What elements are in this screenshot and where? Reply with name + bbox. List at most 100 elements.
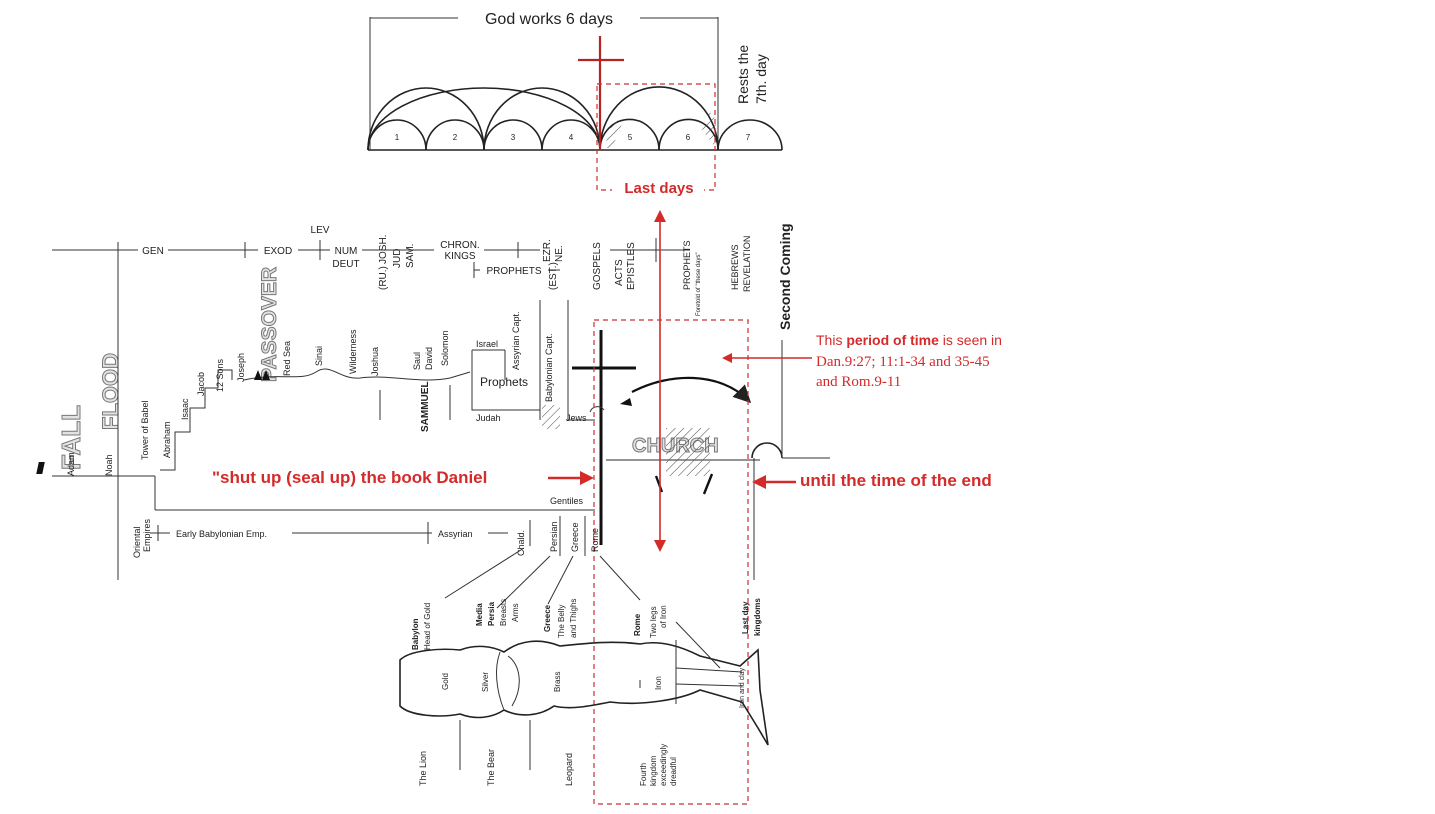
mountain-icon-1	[254, 370, 262, 380]
iron-label: Iron	[654, 676, 663, 690]
day-number-6: 6	[686, 133, 691, 142]
arrow-down-icon	[654, 540, 666, 552]
church-stroke-left	[654, 475, 664, 493]
last-day-label: Last day	[741, 601, 750, 634]
red-sea-label: Red Sea	[282, 341, 292, 376]
adam-label: Adam	[66, 452, 76, 476]
early-babylonian-label: Early Babylonian Emp.	[176, 529, 267, 539]
isaac-label: Isaac	[180, 398, 190, 420]
big-arch-a	[367, 87, 485, 151]
breasts-label: Breasts	[499, 599, 508, 626]
babylonian-capt-label: Babylonian Capt.	[544, 333, 554, 402]
book-epistles: EPISTLES	[626, 242, 637, 290]
israel-label: Israel	[476, 339, 498, 349]
day-arch-1	[367, 119, 427, 151]
babylon-label: Babylon	[411, 618, 420, 650]
rapture-arc-arrow	[631, 376, 752, 404]
jews-label: Jews	[566, 413, 587, 423]
arms-label: Arms	[511, 603, 520, 622]
statue-outline	[399, 640, 769, 746]
ghost-letters: FALL FLOOD PASSOVER CHURCH	[56, 266, 720, 470]
period-bold: period of time	[846, 332, 939, 348]
red-annotations: This period of time is seen in Dan.9:27;…	[212, 332, 1002, 490]
period-note-line-2: Dan.9:27; 11:1-34 and 35-45	[816, 354, 990, 370]
media-label: Media	[475, 603, 484, 626]
flood-label: FLOOD	[98, 353, 123, 430]
shut-up-note: "shut up (seal up) the book Daniel	[212, 468, 487, 487]
book-josh: JOSH.	[378, 235, 389, 264]
big-arch-c	[599, 86, 719, 151]
day-arch-7	[717, 119, 783, 151]
assyrian-label: Assyrian	[438, 529, 473, 539]
iron-clay-label: Iron and clay	[739, 667, 746, 708]
wilderness-label: Wilderness	[348, 329, 358, 374]
book-gospels: GOSPELS	[592, 242, 603, 290]
second-coming-arch	[751, 442, 783, 459]
book-revelation: REVELATION	[742, 236, 752, 292]
book-lev: LEV	[311, 225, 330, 236]
beasts-row: The Lion The Bear Leopard Fourth kingdom…	[418, 720, 678, 786]
judah-label: Judah	[476, 413, 501, 423]
until-arrow-icon	[752, 475, 766, 489]
day-arch-2	[425, 119, 485, 151]
history-ladder: Adam Noah Tower of Babel Abraham Isaac J…	[36, 250, 595, 580]
exceedingly-label: exceedingly	[659, 744, 668, 786]
books-timeline: GEN EXOD LEV NUM DEUT JOSH. (RU.) JUD SA…	[52, 223, 793, 330]
rests-line-1: Rests the	[735, 45, 751, 104]
book-prophets-bar: PROPHETS	[486, 266, 541, 277]
greece-emp-label: Greece	[570, 522, 580, 552]
joshua-label: Joshua	[370, 347, 380, 376]
book-prophets-2: PROPHETS	[682, 240, 692, 290]
book-acts: ACTS	[614, 259, 625, 286]
thighs-label: and Thighs	[569, 599, 578, 638]
book-hebrews: HEBREWS	[730, 244, 740, 290]
assyrian-capt-label: Assyrian Capt.	[511, 311, 521, 370]
silver-label: Silver	[481, 672, 490, 692]
church-area	[572, 210, 830, 805]
seven-days-section: God works 6 days 1 2 3 4 5 6 7 Rest	[367, 11, 783, 197]
jacob-label: Jacob	[196, 372, 206, 396]
sons-label: 12 Sons	[215, 358, 225, 392]
church-stroke-right	[702, 473, 714, 495]
sinai-label: Sinai	[314, 346, 324, 366]
head-of-gold-label: Head of Gold	[423, 603, 432, 650]
figure-icon	[620, 398, 632, 406]
book-est: (EST.)	[548, 262, 559, 290]
book-kings: KINGS	[444, 251, 475, 262]
book-ru: (RU.)	[378, 266, 389, 290]
day-arch-4	[541, 119, 601, 151]
rome-statue-label: Rome	[633, 613, 642, 636]
gentiles-label: Gentiles	[550, 496, 584, 506]
oriental-line-2: Empires	[142, 518, 152, 552]
second-coming-label: Second Coming	[777, 223, 793, 330]
daniel-statue: Babylon Head of Gold Media Persia Breast…	[399, 547, 769, 746]
greece-statue-label: Greece	[543, 604, 552, 632]
book-sam: SAM.	[405, 244, 416, 268]
period-dashed-box	[593, 319, 749, 805]
period-rest: is seen in	[939, 332, 1002, 348]
last-days-label: Last days	[624, 180, 693, 197]
book-jud: JUD	[392, 249, 403, 268]
book-chron: CHRON.	[440, 240, 479, 251]
day-arch-5	[599, 118, 660, 151]
day-arch-3	[483, 119, 543, 151]
tower-icon	[36, 462, 45, 474]
chald-label: Chald.	[516, 530, 526, 556]
red-cross-icon	[578, 36, 624, 150]
book-gen: GEN	[142, 246, 164, 257]
period-note-line-1: This period of time is seen in	[816, 332, 1002, 348]
dreadful-label: dreadful	[669, 757, 678, 786]
mountain-icon-2	[262, 370, 270, 380]
book-num: NUM	[335, 246, 358, 257]
god-works-title: God works 6 days	[485, 11, 613, 28]
day-number-7: 7	[746, 133, 751, 142]
bear-label: The Bear	[486, 749, 496, 786]
leopard-label: Leopard	[564, 753, 574, 786]
day-number-3: 3	[511, 133, 516, 142]
solomon-label: Solomon	[440, 330, 450, 366]
persian-label: Persian	[549, 521, 559, 552]
david-label: David	[424, 347, 434, 370]
day-number-1: 1	[395, 133, 400, 142]
hatch-day6	[702, 112, 716, 148]
